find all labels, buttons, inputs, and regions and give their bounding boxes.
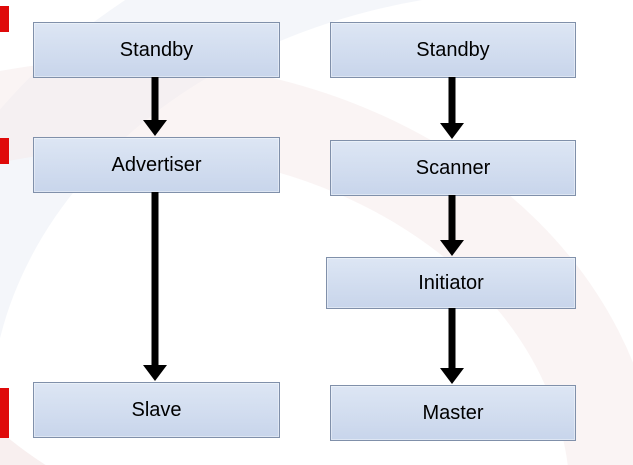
node-left-standby: Standby xyxy=(33,22,280,78)
node-left-slave: Slave xyxy=(33,382,280,438)
down-arrow-scanner-to-initiator xyxy=(439,195,465,256)
node-right-standby: Standby xyxy=(330,22,576,78)
red-edge-mark xyxy=(0,138,9,164)
red-edge-mark xyxy=(0,6,9,32)
node-right-scanner: Scanner xyxy=(330,140,576,196)
down-arrow-standby-to-advertiser xyxy=(142,77,168,136)
down-arrow-advertiser-to-slave xyxy=(142,192,168,381)
node-right-initiator: Initiator xyxy=(326,257,576,309)
down-arrow-standby-to-scanner xyxy=(439,77,465,139)
red-edge-mark xyxy=(0,388,9,438)
node-left-advertiser: Advertiser xyxy=(33,137,280,193)
node-right-master: Master xyxy=(330,385,576,441)
down-arrow-initiator-to-master xyxy=(439,308,465,384)
